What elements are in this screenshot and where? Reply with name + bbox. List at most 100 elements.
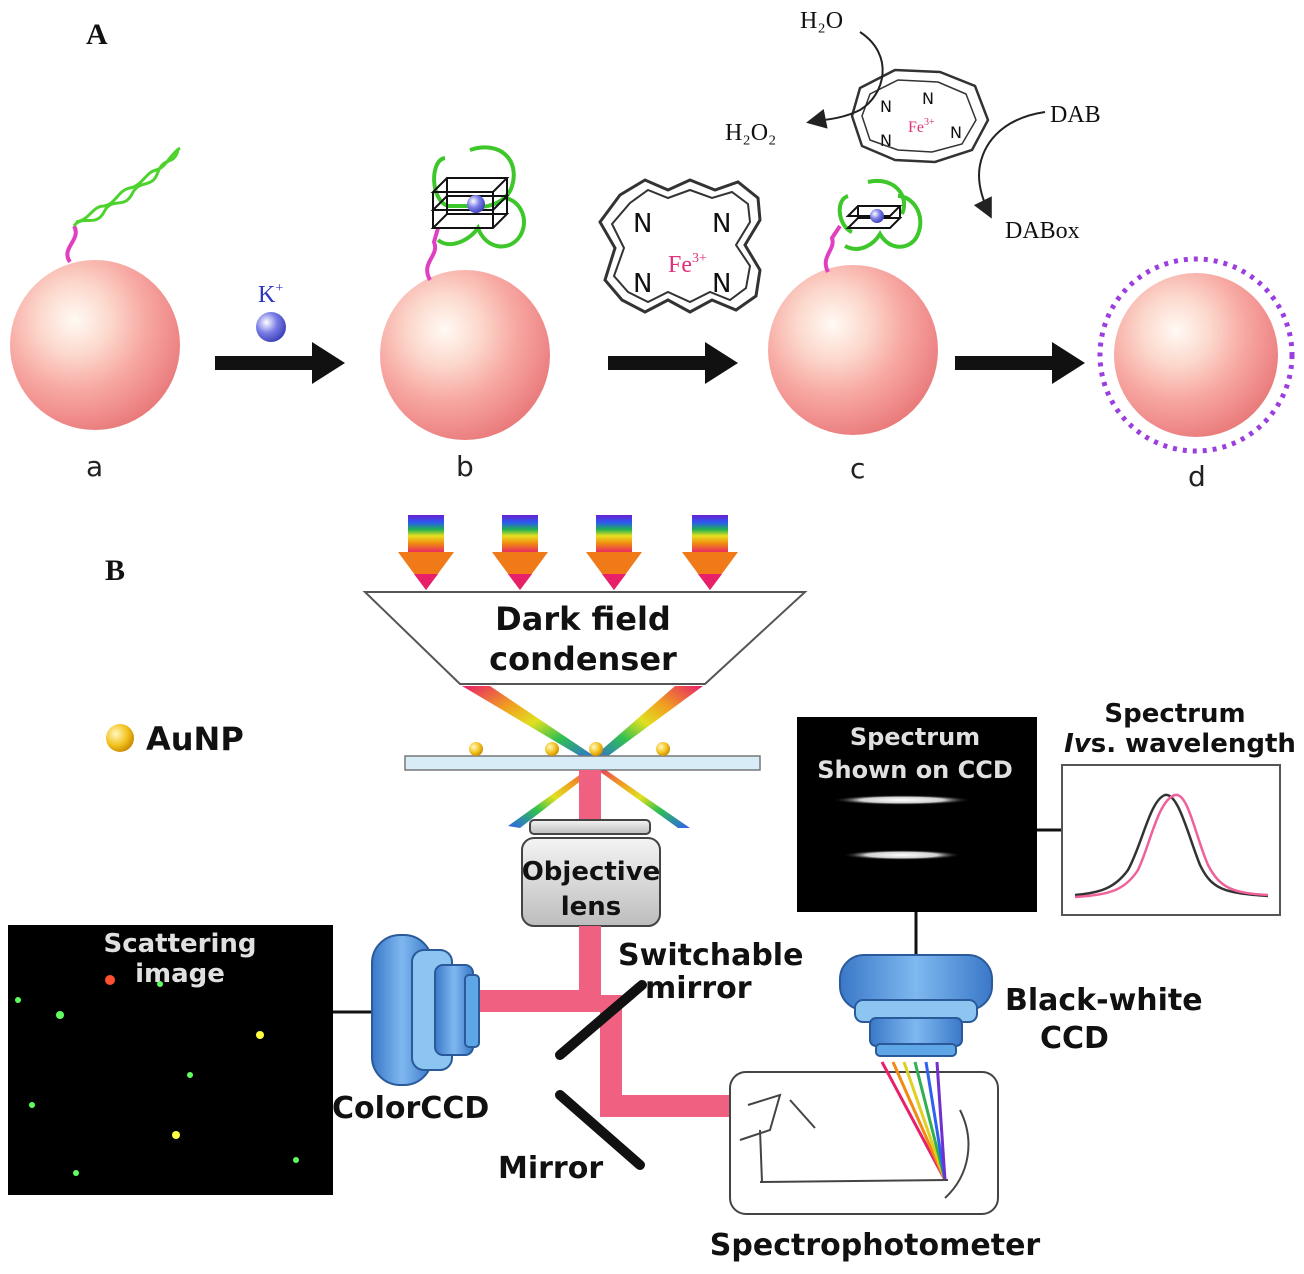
black-white-ccd: [839, 954, 993, 1057]
arrow-hemin-addition: [608, 342, 738, 384]
catalytic-cycle: N N N N Fe3+ H₂O H₂O₂ DAB DABox: [725, 8, 1101, 244]
ray-right: [590, 686, 703, 762]
objective-top-plate: [529, 819, 651, 835]
hemin-porphyrin: N N N N Fe3+: [598, 178, 762, 314]
light-arrow-2: [492, 515, 548, 590]
g-quadruplex-b: [430, 145, 526, 249]
au-particle-4: [656, 742, 670, 756]
bound-iron-charge: 3+: [924, 117, 935, 128]
svg-text:Fe3+: Fe3+: [668, 251, 707, 278]
au-particle-3: [589, 742, 603, 756]
porphyrin-n-4: N: [712, 269, 731, 299]
au-particle-1: [469, 742, 483, 756]
bwccd-line1: Black-white: [1005, 983, 1203, 1018]
bound-hemin-n-2: N: [922, 89, 934, 108]
beam-vertical: [579, 770, 601, 830]
bound-iron-label: Fe: [908, 119, 924, 136]
au-particle-2: [545, 742, 559, 756]
beam-to-spectro: [600, 1095, 730, 1117]
switchable-line2: mirror: [645, 971, 752, 1006]
bwccd-line2: CCD: [1040, 1021, 1109, 1056]
bound-hemin-n-4: N: [950, 123, 962, 142]
ray-out-right: [592, 766, 690, 828]
sphere-c: [768, 178, 938, 435]
reactant-h2o: H₂O: [800, 8, 843, 34]
spectrum-curve-red: [1074, 793, 1269, 899]
switchable-mirror: [555, 980, 647, 1060]
panel-a-label: A: [86, 18, 108, 51]
arrow-dab-to-dabox: [973, 111, 1046, 219]
bound-hemin: N N N N Fe3+: [850, 68, 990, 164]
dispersed-rays: [880, 1061, 947, 1181]
plot-title-italic: Iv: [1064, 729, 1092, 759]
svg-text:Ivs. wavelength: Ivs. wavelength: [1064, 729, 1296, 759]
spectrophotometer-label: Spectrophotometer: [710, 1228, 1041, 1263]
arrow-deposition: [955, 342, 1085, 384]
color-ccd: [371, 934, 480, 1086]
svg-text:Fe3+: Fe3+: [908, 117, 935, 136]
iron-label: Fe: [668, 252, 692, 278]
arrow-h2o-to-h2o2: [806, 31, 884, 129]
dnazyme-c: [837, 178, 923, 251]
scattering-spots: [15, 975, 299, 1176]
product-dabox: DABox: [1005, 218, 1080, 244]
linker-c: [823, 224, 842, 273]
bound-hemin-n-3: N: [880, 131, 892, 150]
ion-charge: +: [275, 281, 283, 296]
product-h2o2: H₂O₂: [725, 120, 776, 146]
ccd-spectrum-panel: [797, 717, 1037, 912]
porphyrin-n-3: N: [633, 269, 652, 299]
potassium-ion: [256, 312, 286, 342]
objective-line2: lens: [561, 892, 622, 922]
step-label-b: b: [456, 450, 474, 483]
panel-b-label: B: [105, 554, 125, 587]
iron-charge: 3+: [692, 251, 707, 266]
beam-down-1: [579, 926, 601, 996]
sphere-b: [380, 145, 550, 440]
plot-title-line1: Spectrum: [1104, 699, 1245, 729]
svg-text:K+: K+: [258, 281, 283, 308]
colorccd-label: ColorCCD: [332, 1091, 489, 1126]
spectral-band-1: [832, 795, 972, 805]
dark-field-condenser: [362, 591, 808, 685]
dna-strand-a: [72, 146, 181, 228]
dabox-shell: [1097, 256, 1295, 454]
sphere-a: [10, 146, 181, 430]
beam-to-colorccd: [470, 990, 601, 1012]
mirror-label: Mirror: [498, 1151, 603, 1186]
light-arrow-4: [682, 515, 738, 590]
light-arrow-3: [586, 515, 642, 590]
ray-out-left: [508, 766, 600, 828]
porphyrin-n-2: N: [712, 209, 731, 239]
switchable-line1: Switchable: [618, 938, 803, 973]
scattering-image-panel: [8, 925, 333, 1195]
objective-line1: Objective: [522, 857, 661, 887]
scattering-line1: Scattering: [103, 929, 256, 959]
substrate-dab: DAB: [1050, 102, 1101, 128]
condenser-line2: condenser: [489, 640, 677, 678]
ccd-panel-line1: Spectrum: [850, 723, 980, 751]
spectrum-curve-black: [1074, 793, 1269, 898]
step-label-c: c: [850, 452, 865, 485]
plot-title-rest: s. wavelength: [1091, 729, 1296, 759]
sample-slide: [404, 755, 761, 771]
fixed-mirror: [555, 1090, 645, 1170]
aunp-legend-icon: [106, 724, 134, 752]
light-arrow-1: [398, 515, 454, 590]
condenser-line1: Dark field: [495, 600, 671, 638]
porphyrin-n-1: N: [633, 209, 652, 239]
step-label-a: a: [86, 450, 103, 483]
bound-hemin-n-1: N: [880, 97, 892, 116]
step-label-d: d: [1188, 460, 1206, 493]
arrow-k-addition: [215, 342, 345, 384]
ray-left: [462, 686, 600, 762]
spectral-band-2: [842, 850, 962, 860]
illumination-arrows: [398, 515, 738, 590]
spectrophotometer-box: [729, 1071, 999, 1215]
spectro-optics: [739, 1093, 970, 1199]
linker-b: [425, 227, 440, 281]
linker-a: [65, 225, 78, 264]
scattering-line2: image: [135, 959, 225, 989]
ion-label: K: [258, 282, 276, 308]
